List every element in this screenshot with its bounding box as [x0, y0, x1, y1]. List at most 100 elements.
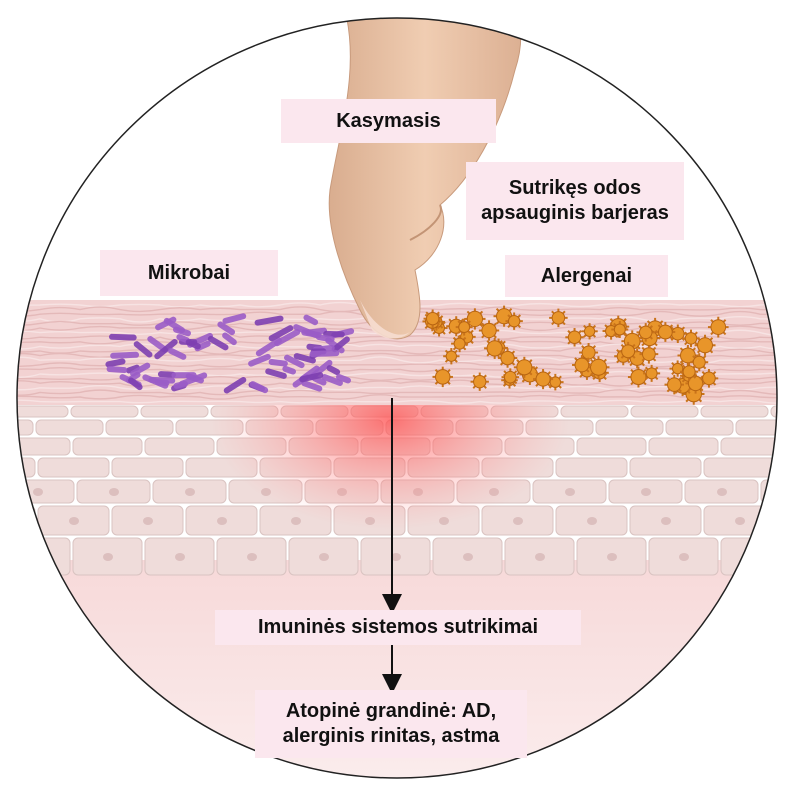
bacterium	[265, 368, 287, 379]
allergen-particle	[668, 324, 688, 343]
allergen-particle	[484, 337, 506, 359]
label-immune: Imuninės sistemos sutrikimai	[215, 610, 581, 645]
cell-nucleus	[31, 553, 41, 561]
bacterium	[222, 332, 237, 346]
bacterium	[125, 364, 140, 374]
cell-nucleus	[607, 553, 617, 561]
allergen-particle	[643, 364, 661, 382]
cell-nucleus	[391, 553, 401, 561]
skin-cell	[17, 457, 36, 478]
bacterium	[207, 335, 229, 351]
skin-cell	[144, 437, 215, 456]
allergen-particle	[470, 372, 489, 391]
label-microbes-text: Mikrobai	[147, 261, 231, 284]
bacterium	[331, 336, 350, 353]
bacterium	[128, 377, 143, 391]
bacterium	[321, 374, 343, 386]
label-allergens: Alergenai	[505, 255, 668, 297]
allergen-particle	[501, 368, 520, 386]
bacterium	[254, 315, 284, 326]
cell-nucleus	[565, 488, 575, 496]
bacterium	[142, 374, 169, 389]
bacterium	[336, 374, 351, 384]
bacterium	[268, 325, 294, 342]
bacterium	[133, 341, 153, 358]
bacterium	[282, 365, 297, 375]
cell-nucleus	[661, 517, 671, 525]
bacterium	[217, 321, 236, 336]
skin-cell	[17, 419, 34, 436]
allergen-particle	[579, 343, 599, 363]
bacteria-icon	[105, 313, 355, 394]
cell-nucleus	[679, 553, 689, 561]
bacterium	[299, 372, 324, 383]
allergen-particle	[694, 334, 716, 356]
bacterium	[171, 372, 197, 379]
skin-cell	[35, 419, 104, 436]
bacterium	[309, 350, 340, 358]
bacterium	[106, 365, 128, 374]
skin-cell	[140, 405, 209, 418]
label-immune-text: Imuninės sistemos sutrikimai	[257, 616, 539, 638]
allergen-particle	[682, 329, 700, 348]
label-atopic-march: Atopinė grandinė: AD, alerginis rinitas,…	[255, 690, 527, 758]
skin-cell	[595, 419, 664, 436]
bacterium	[154, 339, 178, 360]
label-scratching-text: Kasymasis	[336, 109, 441, 132]
allergen-particle	[478, 320, 500, 341]
bacterium	[301, 380, 323, 392]
finger-icon	[328, 18, 522, 340]
bacterium	[185, 339, 201, 350]
bacterium	[249, 381, 269, 394]
allergen-particle	[587, 356, 610, 379]
allergen-particle	[455, 318, 473, 336]
allergen-particle	[636, 323, 655, 342]
bacterium	[283, 354, 305, 369]
skin-cell	[37, 457, 110, 478]
bacterium	[223, 376, 247, 394]
allergen-particle	[655, 322, 676, 342]
skin-cell	[576, 437, 647, 456]
corneum-flake	[17, 361, 777, 368]
label-barrier-line1: Sutrikęs odos	[508, 177, 642, 199]
cell-nucleus	[717, 488, 727, 496]
corneum-flake	[17, 399, 777, 405]
label-atopic-line2: alerginis rinitas, astma	[282, 725, 500, 747]
label-barrier-line2: apsauginis barjeras	[481, 202, 669, 224]
circle-frame	[16, 17, 778, 779]
skin-cell	[17, 537, 71, 576]
allergen-particle	[707, 316, 729, 338]
bacterium	[274, 329, 301, 347]
skin-cell	[720, 537, 777, 576]
cell-nucleus	[463, 553, 473, 561]
bacterium	[105, 358, 126, 368]
skin-cell	[703, 457, 776, 478]
cell-nucleus	[291, 517, 301, 525]
bacterium	[326, 365, 341, 376]
bacterium	[248, 353, 271, 367]
label-scratching: Kasymasis	[281, 99, 496, 143]
skin-cell	[778, 458, 794, 477]
allergen-particle	[611, 321, 629, 338]
allergen-particle	[497, 348, 518, 368]
cell-nucleus	[217, 517, 227, 525]
allergen-particle	[627, 366, 649, 388]
cell-nucleus	[143, 517, 153, 525]
bacterium	[178, 372, 208, 387]
cell-nucleus	[185, 488, 195, 496]
skin-cell	[735, 419, 777, 436]
corneum-flake	[17, 347, 777, 355]
allergen-particle	[493, 305, 515, 327]
allergen-particle	[639, 344, 659, 364]
skin-cell	[629, 457, 702, 478]
deep-tissue	[17, 560, 777, 778]
cell-nucleus	[641, 488, 651, 496]
bacterium	[172, 326, 192, 337]
skin-cell	[70, 405, 139, 418]
allergen-particle	[565, 328, 584, 347]
skin-cell	[720, 437, 777, 456]
allergen-particle	[690, 353, 709, 372]
bacterium	[157, 371, 176, 378]
skin-cell	[665, 419, 734, 436]
